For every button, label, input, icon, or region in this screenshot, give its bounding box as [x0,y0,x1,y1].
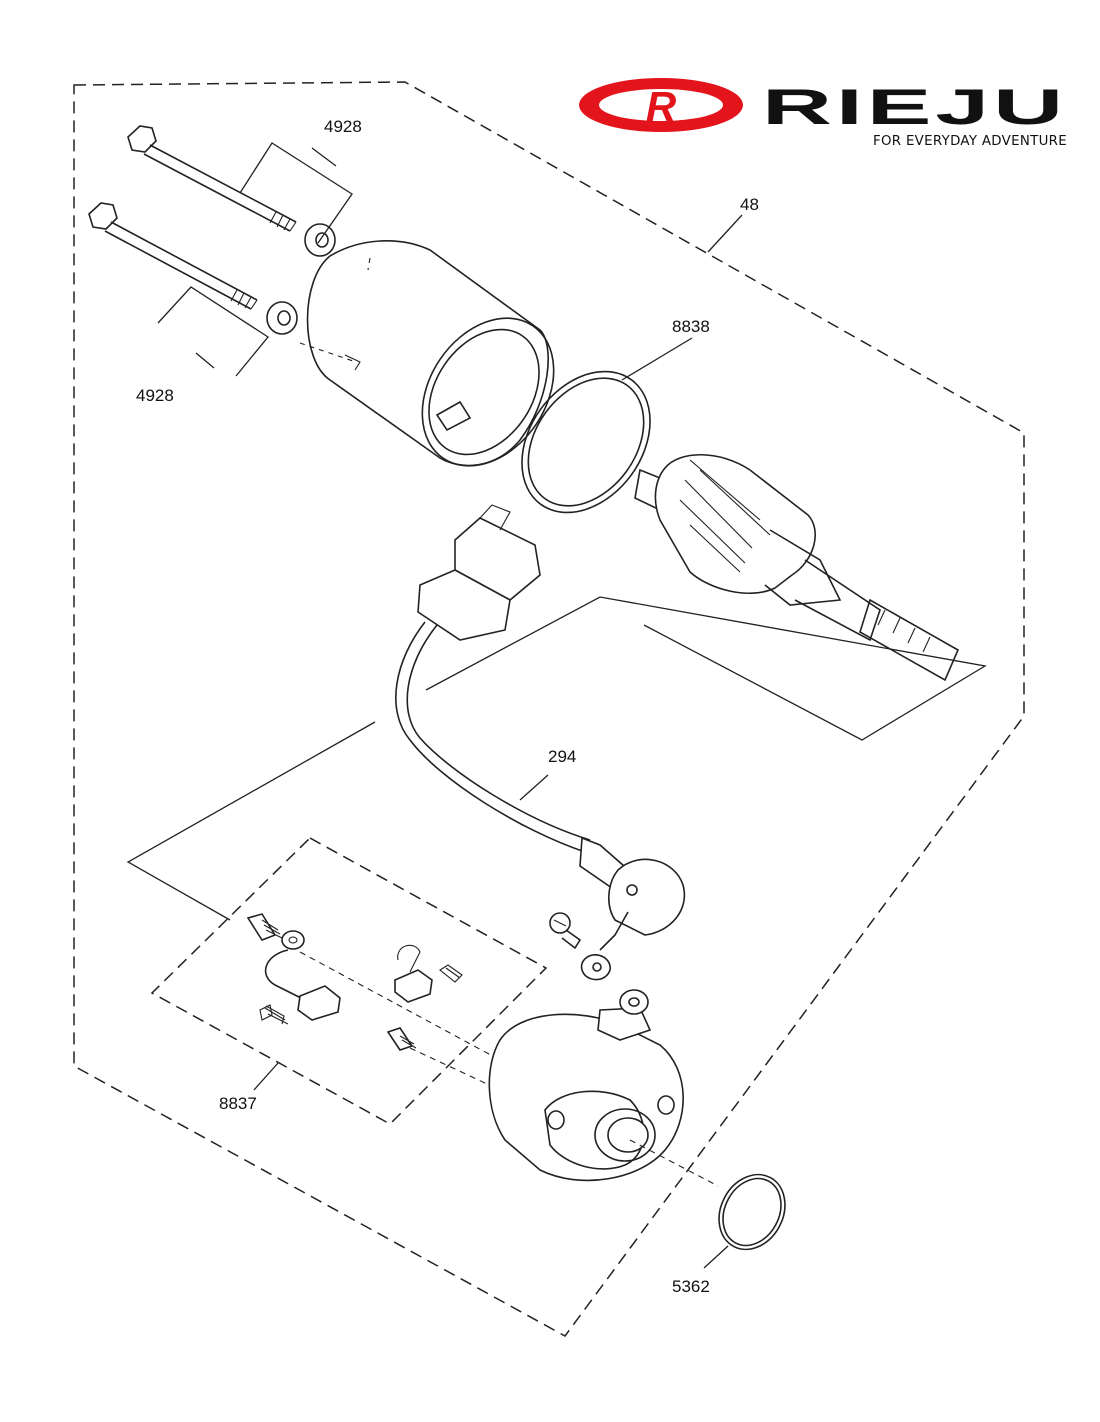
brush-kit-parts [246,913,501,1091]
cable-leader [519,774,549,801]
logo-tagline: FOR EVERYDAY ADVENTURE [873,134,1067,149]
callout-bolt-top: 4928 [324,117,362,136]
bolt-top [127,125,297,232]
o-ring-small-leader [703,1245,729,1269]
assembly-leader [707,214,743,253]
callout-assembly: 48 [740,195,759,214]
assembly-boundary [73,81,1025,1337]
o-ring-small [718,1173,786,1251]
logo-wordmark: RIEJU [762,79,1067,135]
bolt-top-leader [239,142,353,244]
brush-kit-boundary [150,837,548,1125]
front-cover [488,989,719,1187]
callout-o-ring-large: 8838 [672,317,710,336]
bolt-bottom-leader [157,286,269,377]
cable-assembly [395,504,686,981]
brush-kit-leader [253,1062,279,1091]
armature-guide-lines [425,596,987,741]
armature [634,453,960,682]
callout-cable: 294 [548,747,576,766]
cable-guide-line [126,721,376,921]
callout-o-ring-small: 5362 [672,1277,710,1296]
o-ring-large-leader [621,337,693,381]
motor-yoke [299,240,555,467]
terminal-screw [549,912,582,950]
o-ring-large [521,370,651,514]
callout-brush-kit: 8837 [219,1094,257,1113]
rieju-logo: R RIEJU FOR EVERYDAY ADVENTURE [579,78,1067,149]
logo-emblem-letter: R [646,83,677,130]
bolt-bottom [88,202,258,310]
callout-bolt-bottom: 4928 [136,386,174,405]
washer-bottom [266,301,298,335]
